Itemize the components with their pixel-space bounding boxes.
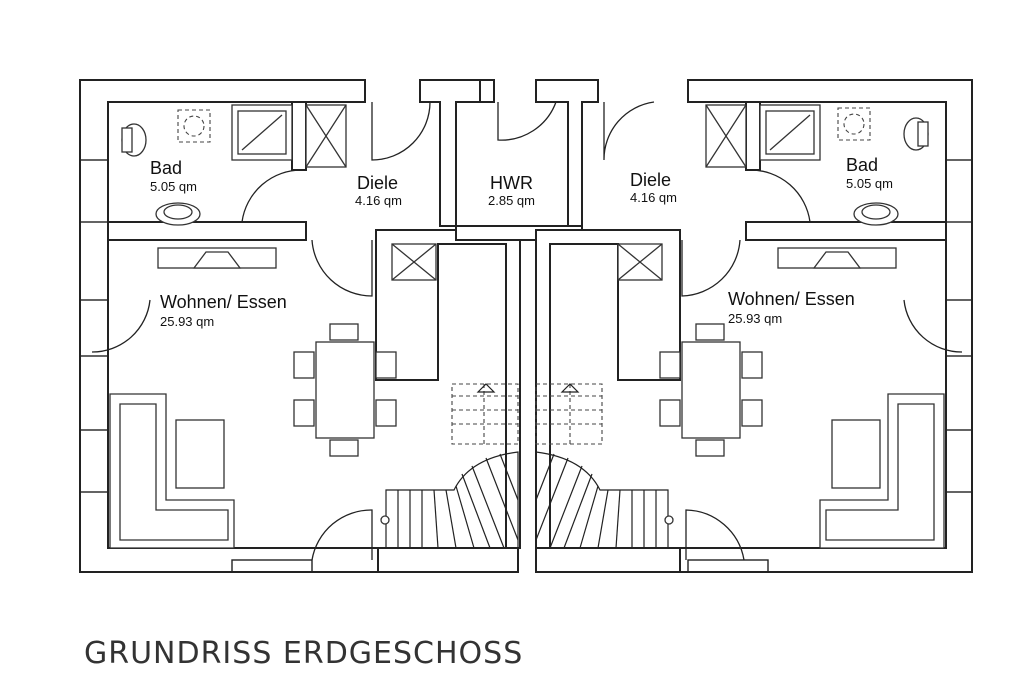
bathroom-fixtures-left xyxy=(121,104,347,226)
room-area-hwr: 2.85 qm xyxy=(488,193,535,208)
room-name-diele-right: Diele xyxy=(630,170,671,190)
room-area-bad-right: 5.05 qm xyxy=(846,176,893,191)
room-name-bad-right: Bad xyxy=(846,155,878,175)
room-name-bad-left: Bad xyxy=(150,158,182,178)
plan-title: GRUNDRISS ERDGESCHOSS xyxy=(84,636,524,671)
room-labels: Bad 5.05 qm Diele 4.16 qm HWR 2.85 qm Di… xyxy=(150,155,893,329)
room-area-diele-left: 4.16 qm xyxy=(355,193,402,208)
bathroom-fixtures-right xyxy=(705,104,929,226)
living-furniture-right xyxy=(659,247,945,549)
doors xyxy=(91,101,963,561)
staircase-right xyxy=(535,383,669,549)
interior-walls xyxy=(107,101,947,549)
room-area-bad-left: 5.05 qm xyxy=(150,179,197,194)
staircase-left xyxy=(385,383,519,549)
room-name-diele-left: Diele xyxy=(357,173,398,193)
outer-walls xyxy=(79,79,973,573)
room-area-wohnen-right: 25.93 qm xyxy=(728,311,782,326)
room-name-hwr: HWR xyxy=(490,173,533,193)
shafts xyxy=(391,243,663,281)
room-name-wohnen-right: Wohnen/ Essen xyxy=(728,289,855,309)
room-name-wohnen-left: Wohnen/ Essen xyxy=(160,292,287,312)
room-area-diele-right: 4.16 qm xyxy=(630,190,677,205)
living-furniture-left xyxy=(109,247,397,549)
room-area-wohnen-left: 25.93 qm xyxy=(160,314,214,329)
